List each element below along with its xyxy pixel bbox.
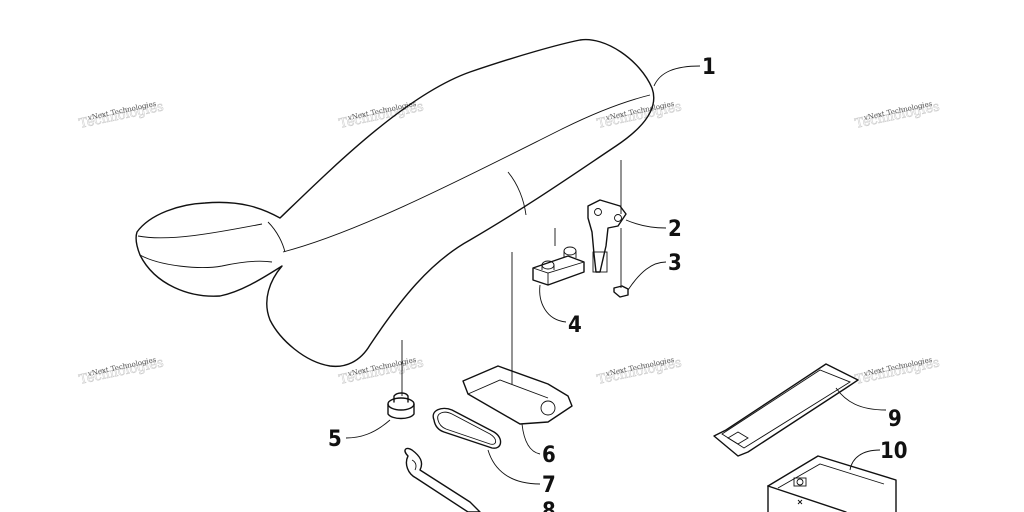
callout-4: 4 [539, 284, 582, 338]
latch-part [587, 160, 627, 273]
svg-text:10: 10 [880, 439, 908, 464]
pad-part [462, 252, 573, 425]
svg-text:1: 1 [702, 55, 716, 80]
seat-part [135, 38, 655, 368]
bumper-part [532, 228, 585, 286]
watermark-7: Technologies vNext Technologies [595, 355, 683, 388]
svg-text:4: 4 [568, 313, 582, 338]
callout-3: 3 [627, 251, 682, 291]
svg-text:7: 7 [542, 473, 556, 498]
callout-9: 9 [835, 387, 902, 432]
callout-5: 5 [328, 419, 391, 452]
svg-text:6: 6 [542, 443, 556, 468]
callout-2: 2 [625, 217, 682, 242]
callout-7: 7 [487, 449, 556, 498]
callout-1: 1 [653, 55, 716, 87]
watermark-5: Technologies vNext Technologies [77, 355, 165, 388]
watermark-4: Technologies vNext Technologies [853, 99, 941, 132]
watermark-8: Technologies vNext Technologies [853, 355, 941, 388]
watermark-1: Technologies vNext Technologies [77, 99, 165, 132]
svg-text:5: 5 [328, 427, 342, 452]
grommet-part [387, 340, 415, 420]
nut-part [613, 228, 629, 298]
callout-10: 10 [849, 439, 908, 471]
svg-text:3: 3 [668, 251, 682, 276]
strap-part [713, 363, 859, 457]
svg-text:8: 8 [542, 499, 556, 512]
gasket-part [432, 407, 502, 449]
wrench-part [404, 447, 481, 512]
callout-8: 8 [542, 499, 556, 512]
svg-text:2: 2 [668, 217, 682, 242]
battery-part [767, 455, 897, 512]
svg-text:9: 9 [888, 407, 902, 432]
callout-6: 6 [521, 423, 556, 468]
watermark-6: Technologies vNext Technologies [337, 355, 425, 388]
